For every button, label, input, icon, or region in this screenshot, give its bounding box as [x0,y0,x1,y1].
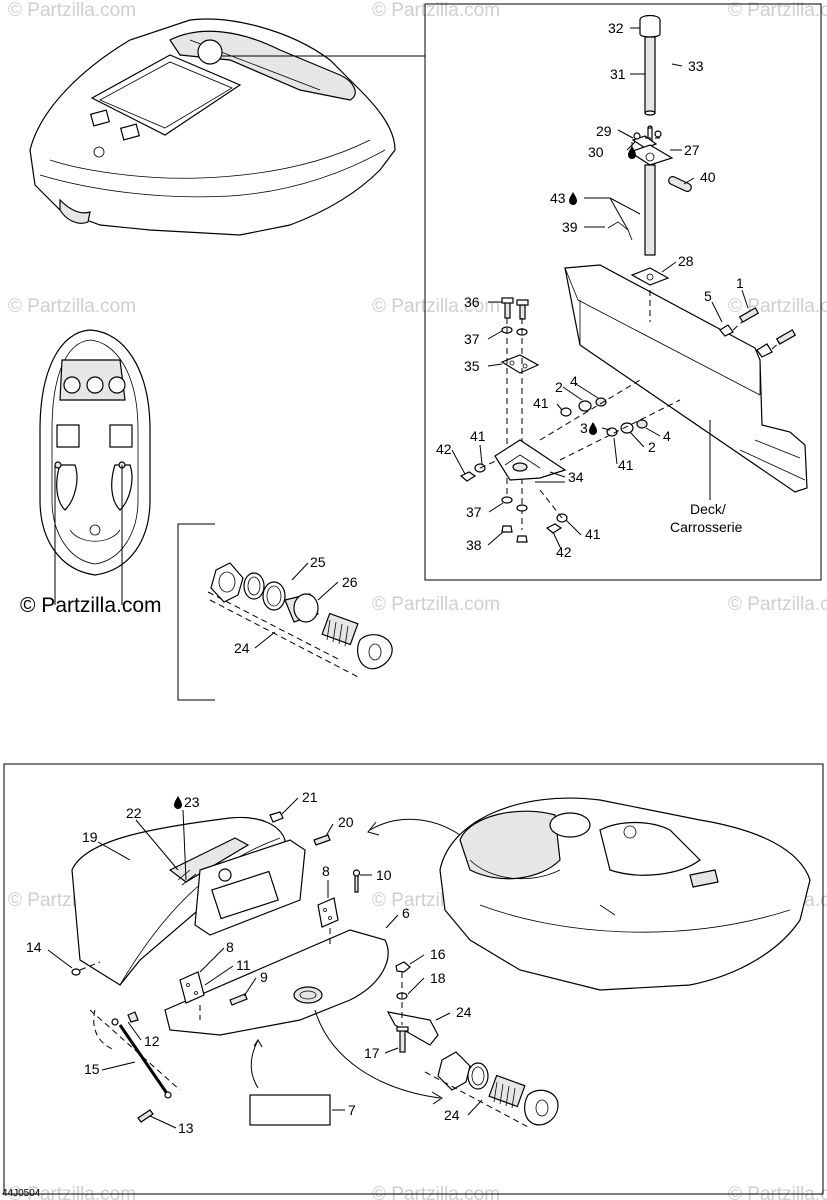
callout-label: 32 [608,20,624,36]
hinges [179,897,339,1020]
callout-label: 20 [338,814,354,830]
callout-label: 6 [402,905,410,921]
callout-label: 41 [585,526,601,542]
watermark-text: © Partzilla.com [728,594,827,615]
callout-label: 24 [456,1004,472,1020]
callout-numbers-top: 32 33 31 29 30 27 40 43 39 28 1 5 36 37 … [436,20,744,560]
sealant-drop-icon [569,192,577,205]
callout-label: 18 [430,970,446,986]
drain-plug-kit-bottom [424,1051,559,1129]
callout-label: 2 [555,379,563,395]
watermark-main-text: © Partzilla.com [20,594,162,617]
callout-label: 4 [663,428,671,444]
sealant-drop-icon [174,796,182,809]
callout-label: 10 [376,867,392,883]
callout-label: 36 [464,294,480,310]
callout-label: 24 [444,1107,460,1123]
detail-frame [424,3,822,581]
callout-label: 41 [470,428,486,444]
callout-label: 1 [736,275,744,291]
callout-label: 31 [610,66,626,82]
callout-label: 2 [648,439,656,455]
callout-label: 26 [342,574,358,590]
sealant-drop-icon [628,146,636,159]
callout-label: 42 [556,544,572,560]
callout-label: 19 [82,829,98,845]
callout-label: 5 [704,288,712,304]
callout-label: 16 [430,946,446,962]
detail-frame-bottom [3,763,824,1195]
callout-label: 40 [700,169,716,185]
watercraft-top-view [39,329,151,605]
callout-label: 28 [678,253,694,269]
callout-label: 11 [236,957,251,973]
callout-label: 25 [310,554,326,570]
storage-compartment-box [3,763,824,1195]
callout-label: 42 [436,441,452,457]
callout-label: 38 [466,537,482,553]
watermark-text: © Partzilla.com [728,0,827,21]
callout-label: 37 [466,504,482,520]
callout-label: 30 [588,144,604,160]
storage-tray [164,929,389,1036]
callout-label: 7 [348,1102,356,1118]
deck-label-line1: Deck/ [690,501,726,517]
callout-label: 41 [618,457,634,473]
callout-label: 9 [260,969,268,985]
callout-leaders [47,27,749,1129]
callout-label: 4 [570,373,578,389]
callout-label: 24 [234,640,250,656]
fasteners [71,811,439,1123]
watermark-text: © Partzilla.com [372,1184,500,1200]
warning-label-decal [249,1094,331,1126]
steering-post-assembly-box [424,3,822,581]
callout-label: 33 [688,58,704,74]
callout-numbers-mid: 25 26 24 [234,554,358,656]
storage-cover [71,816,306,986]
callout-label: 14 [26,939,42,955]
watermark-text: © Partzilla.com [8,0,136,21]
callout-label: 22 [126,805,142,821]
callout-label: 37 [464,331,480,347]
callout-label: 12 [144,1033,160,1049]
callout-label: 8 [226,939,234,955]
callout-label: 39 [562,219,578,235]
watermark-text: © Partzilla.com [728,296,827,317]
callout-label: 41 [533,395,549,411]
callout-label: 34 [568,469,584,485]
callout-label: 8 [322,863,330,879]
deck-label-line2: Carrosserie [670,519,743,535]
watermark-text: © Partzilla.com [728,1184,827,1200]
callout-label: 23 [184,794,200,810]
callout-numbers-bottom: 23 22 21 19 20 10 8 6 14 8 11 9 16 18 24… [26,789,472,1136]
watermark-text: © Partzilla.com [372,594,500,615]
callout-label: 21 [302,789,318,805]
callout-label: 35 [464,358,480,374]
watercraft-rear-illustration [29,18,425,236]
sealant-drops [174,146,636,809]
watermark-text: © Partzilla.com [8,296,136,317]
callout-label: 27 [684,142,700,158]
callout-label: 17 [364,1045,380,1061]
steering-post [607,14,692,322]
callout-label: 15 [84,1061,100,1077]
watermark-text: © Partzilla.com [8,1184,136,1200]
figure-code: 44J0504 [2,1188,41,1199]
sealant-drop-icon [589,422,597,435]
deck-panel [564,264,808,493]
watermark-text: © Partzilla.com [372,296,500,317]
watermark-text: © Partzilla.com [372,0,500,21]
callout-label: 3 [580,420,588,436]
callout-label: 13 [178,1120,194,1136]
bracket-assembly [459,297,681,543]
deck-screws [719,307,797,358]
watercraft-side-illustration [439,797,811,991]
callout-label: 29 [596,123,612,139]
drain-plug-kit [177,523,393,701]
callout-label: 43 [550,190,566,206]
